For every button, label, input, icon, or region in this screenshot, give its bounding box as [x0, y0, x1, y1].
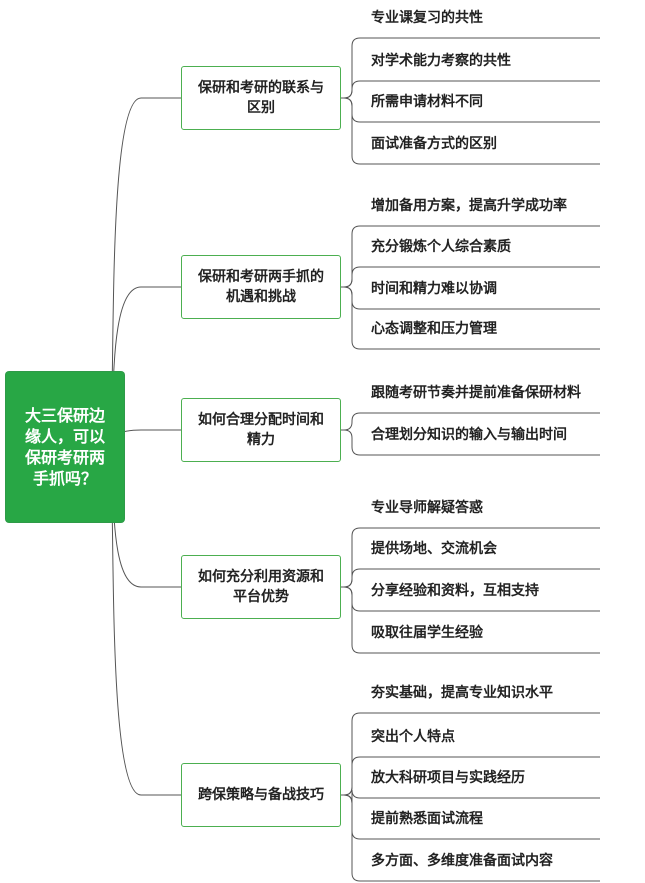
leaf-topic[interactable]: 提前熟悉面试流程 — [371, 811, 483, 827]
leaf-topic[interactable]: 专业课复习的共性 — [371, 10, 483, 26]
branch-topic-1[interactable]: 保研和考研的联系与区别 — [181, 66, 341, 130]
leaf-topic[interactable]: 面试准备方式的区别 — [371, 136, 497, 152]
leaf-topic[interactable]: 专业导师解疑答惑 — [371, 500, 483, 516]
root-topic[interactable]: 大三保研边缘人，可以保研考研两手抓吗？ — [6, 372, 124, 522]
leaf-topic[interactable]: 分享经验和资料，互相支持 — [371, 583, 539, 599]
leaf-topic[interactable]: 时间和精力难以协调 — [371, 281, 497, 297]
leaf-topic[interactable]: 突出个人特点 — [371, 729, 455, 745]
leaf-topic[interactable]: 合理划分知识的输入与输出时间 — [371, 427, 567, 443]
branch-topic-2[interactable]: 保研和考研两手抓的机遇和挑战 — [181, 255, 341, 319]
branch-leaf-line — [341, 266, 600, 288]
leaf-topic[interactable]: 增加备用方案，提高升学成功率 — [371, 198, 567, 214]
branch-leaf-line — [341, 80, 600, 99]
branch-topic-3[interactable]: 如何合理分配时间和精力 — [181, 398, 341, 462]
branch-topic-5[interactable]: 跨保策略与备战技巧 — [181, 763, 341, 827]
branch-leaf-line — [341, 568, 600, 588]
branch-leaf-line — [341, 586, 600, 654]
leaf-topic[interactable]: 充分锻炼个人综合素质 — [371, 239, 511, 255]
leaf-topic[interactable]: 所需申请材料不同 — [371, 94, 483, 110]
branch-leaf-line — [341, 789, 600, 804]
leaf-topic[interactable]: 放大科研项目与实践经历 — [371, 770, 525, 786]
leaf-topic[interactable]: 夯实基础，提高专业知识水平 — [371, 685, 553, 701]
branch-leaf-line — [341, 286, 600, 350]
branch-leaf-line — [341, 412, 600, 431]
leaf-topic[interactable]: 多方面、多维度准备面试内容 — [371, 853, 553, 869]
leaf-topic[interactable]: 提供场地、交流机会 — [371, 541, 497, 557]
branch-leaf-line — [341, 794, 600, 882]
leaf-topic[interactable]: 心态调整和压力管理 — [371, 321, 497, 337]
branch-topic-4[interactable]: 如何充分利用资源和平台优势 — [181, 555, 341, 619]
leaf-topic[interactable]: 吸取往届学生经验 — [371, 625, 483, 641]
branch-leaf-line — [341, 756, 600, 796]
branch-leaf-line — [341, 429, 600, 456]
branch-leaf-line — [341, 97, 600, 165]
leaf-topic[interactable]: 对学术能力考察的共性 — [371, 53, 511, 69]
leaf-topic[interactable]: 跟随考研节奏并提前准备保研材料 — [371, 385, 581, 401]
